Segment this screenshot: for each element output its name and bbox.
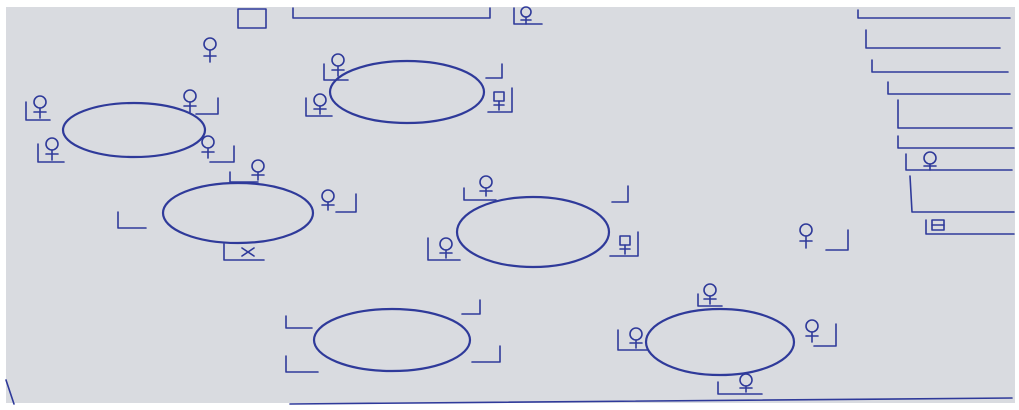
paper-sheet [6,7,1015,403]
